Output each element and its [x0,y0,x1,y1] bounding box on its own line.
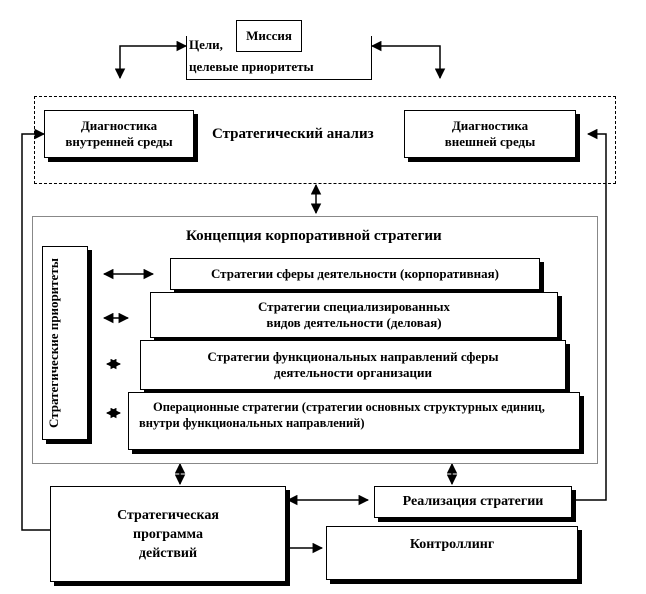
controlling-box: Контроллинг [326,526,578,580]
controlling-label: Контроллинг [409,537,495,552]
strategy-level-2-line1: Стратегии специализированных [257,299,451,314]
implementation-label: Реализация стратегии [402,494,544,509]
arrow-goals-to-external [370,40,446,80]
goals-line1: Цели, [189,37,223,52]
program-line3: действий [138,545,198,561]
concept-title: Концепция корпоративной стратегии [186,228,442,244]
strategy-level-3: Стратегии функциональных направлений сфе… [140,340,566,390]
program-box: Стратегическая программа действий [50,486,286,582]
program-line2: программа [133,526,203,542]
strategic-analysis-title: Стратегический анализ [212,126,374,142]
internal-diagnostics-line1: Диагностика [80,118,158,133]
external-diagnostics-line2: внешней среды [444,134,536,149]
internal-diagnostics-box: Диагностика внутренней среды [44,110,194,158]
strategic-priorities-box: Стратегические приоритеты [42,246,88,440]
concept-frame [32,216,598,464]
strategy-level-4: Операционные стратегии (стратегии основн… [128,392,580,450]
goals-box: Цели, целевые приоритеты [186,36,372,80]
strategy-level-3-line2: деятельности организации [274,365,432,380]
strategy-level-2-line2: видов деятельности (деловая) [266,315,442,330]
external-diagnostics-box: Диагностика внешней среды [404,110,576,158]
strategic-analysis-frame [34,96,616,184]
mission-label-front: Миссия [246,28,292,43]
strategy-level-1: Стратегии сферы деятельности (корпоратив… [170,258,540,290]
external-diagnostics-line1: Диагностика [451,118,529,133]
arrow-goals-to-internal [114,40,188,80]
program-line1: Стратегическая [117,507,219,523]
strategy-level-1-label: Стратегии сферы деятельности (корпоратив… [210,266,500,281]
strategy-level-3-line1: Стратегии функциональных направлений сфе… [207,349,499,364]
strategy-level-4-line1: Операционные стратегии (стратегии основн… [153,400,545,414]
strategy-level-2: Стратегии специализированных видов деяте… [150,292,558,338]
strategy-level-4-line2: внутри функциональных направлений) [139,416,365,430]
implementation-box: Реализация стратегии [374,486,572,518]
arrow-program-to-internal [21,128,50,531]
strategic-priorities-label: Стратегические приоритеты [46,258,61,428]
internal-diagnostics-line2: внутренней среды [65,134,173,149]
goals-line2: целевые приоритеты [189,59,314,74]
arrow-implementation-to-external [574,128,607,501]
mission-box-front: Миссия [236,20,302,52]
